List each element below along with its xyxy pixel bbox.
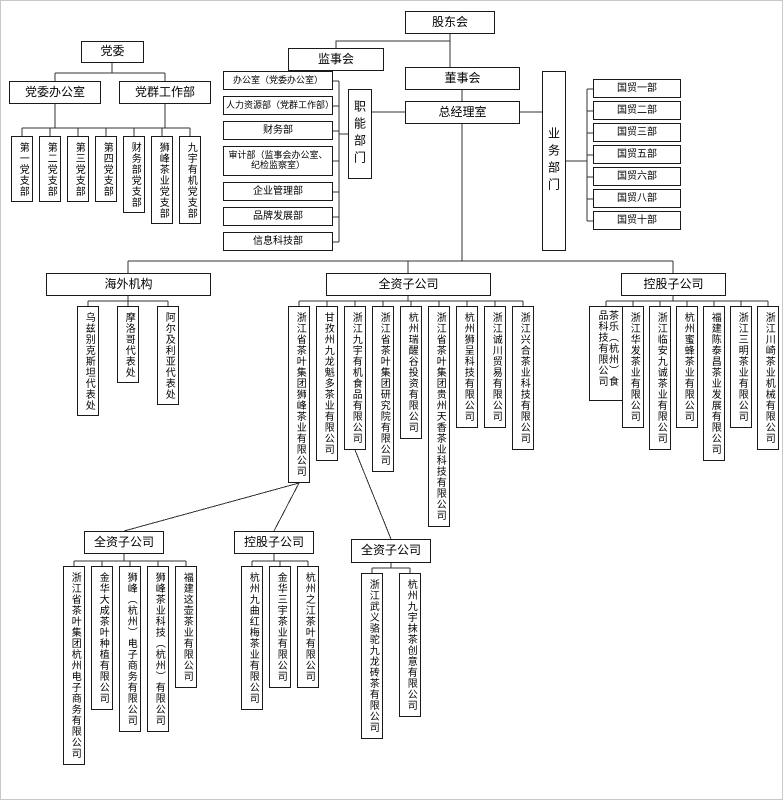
node-party-branch: 财务部党支部 xyxy=(123,136,145,213)
node-shifeng-holding-company: 杭州之江茶叶有限公司 xyxy=(297,566,319,688)
node-wholly-owned-company: 浙江兴合茶业科技有限公司 xyxy=(512,306,534,450)
node-party-mass-work-dept: 党群工作部 xyxy=(119,81,211,104)
label-business-departments: 业务部门 xyxy=(542,71,566,251)
node-jiuyu-wholly-header: 全资子公司 xyxy=(351,539,431,563)
node-functional-dept: 审计部（监事会办公室、纪检监察室） xyxy=(223,146,333,176)
node-jiuyu-wholly-company: 浙江武义骆驼九龙砖茶有限公司 xyxy=(361,573,383,739)
node-overseas-office: 摩洛哥代表处 xyxy=(117,306,139,383)
node-functional-dept: 信息科技部 xyxy=(223,232,333,251)
node-party-branch: 第三党支部 xyxy=(67,136,89,202)
node-shifeng-holding-company: 金华三宇茶业有限公司 xyxy=(269,566,291,688)
node-wholly-owned-company: 浙江省茶叶集团贵州天香茶业科技有限公司 xyxy=(428,306,450,527)
node-gm-office: 总经理室 xyxy=(405,101,520,124)
node-holding-company: 浙江川崎茶业机械有限公司 xyxy=(757,306,779,450)
node-wholly-owned-company: 杭州瑞醒谷投资有限公司 xyxy=(400,306,422,439)
node-trade-dept: 国贸五部 xyxy=(593,145,681,164)
node-holding-company: 浙江华发茶业有限公司 xyxy=(622,306,644,428)
node-trade-dept: 国贸八部 xyxy=(593,189,681,208)
node-party-branch: 九宇有机党支部 xyxy=(179,136,201,224)
node-holding-company: 福建陈泰昌茶业发展有限公司 xyxy=(703,306,725,461)
node-party-branch: 狮峰茶业党支部 xyxy=(151,136,173,224)
node-shifeng-wholly-company: 狮峰（杭州）电子商务有限公司 xyxy=(119,566,141,732)
node-wholly-owned-company: 杭州狮呈科技有限公司 xyxy=(456,306,478,428)
node-shifeng-wholly-company: 福建这壶茶业有限公司 xyxy=(175,566,197,688)
node-functional-dept: 人力资源部（党群工作部） xyxy=(223,96,333,115)
node-trade-dept: 国贸一部 xyxy=(593,79,681,98)
node-functional-dept: 财务部 xyxy=(223,121,333,140)
node-wholly-owned-company: 浙江九宇有机食品有限公司 xyxy=(344,306,366,450)
node-party-committee-office: 党委办公室 xyxy=(9,81,101,104)
node-shifeng-holding-header: 控股子公司 xyxy=(234,531,314,554)
node-board-of-directors: 董事会 xyxy=(405,67,520,90)
node-trade-dept: 国贸十部 xyxy=(593,211,681,230)
node-wholly-owned-company: 浙江省茶叶集团狮峰茶业有限公司 xyxy=(288,306,310,483)
node-holding-header: 控股子公司 xyxy=(621,273,726,296)
node-supervisory-board: 监事会 xyxy=(288,48,384,71)
node-shifeng-wholly-company: 浙江省茶叶集团杭州电子商务有限公司 xyxy=(63,566,85,765)
node-wholly-owned-company: 甘孜州九龙魁多茶业有限公司 xyxy=(316,306,338,461)
node-overseas-office: 阿尔及利亚代表处 xyxy=(157,306,179,405)
node-wholly-owned-company: 浙江省茶叶集团研究院有限公司 xyxy=(372,306,394,472)
node-shifeng-wholly-company: 金华大成茶叶种植有限公司 xyxy=(91,566,113,710)
node-party-branch: 第一党支部 xyxy=(11,136,33,202)
node-wholly-owned-header: 全资子公司 xyxy=(326,273,491,296)
node-overseas-office: 乌兹别克斯坦代表处 xyxy=(77,306,99,416)
node-party-committee: 党委 xyxy=(81,41,144,63)
node-jiuyu-wholly-company: 杭州九宇抹茶创意有限公司 xyxy=(399,573,421,717)
node-shareholders-meeting: 股东会 xyxy=(405,11,495,34)
node-trade-dept: 国贸六部 xyxy=(593,167,681,186)
node-holding-company: 浙江三明茶业有限公司 xyxy=(730,306,752,428)
node-functional-dept: 企业管理部 xyxy=(223,182,333,201)
node-party-branch: 第二党支部 xyxy=(39,136,61,202)
node-holding-company: 浙江临安九诚茶业有限公司 xyxy=(649,306,671,450)
node-trade-dept: 国贸三部 xyxy=(593,123,681,142)
node-party-branch: 第四党支部 xyxy=(95,136,117,202)
node-holding-company: 茶乐（杭州）食品科技有限公司 xyxy=(589,306,623,401)
node-functional-dept: 办公室（党委办公室） xyxy=(223,71,333,90)
node-shifeng-wholly-header: 全资子公司 xyxy=(84,531,164,554)
node-functional-dept: 品牌发展部 xyxy=(223,207,333,226)
label-functional-departments: 职能部门 xyxy=(348,89,372,179)
node-wholly-owned-company: 浙江诚川贸易有限公司 xyxy=(484,306,506,428)
node-holding-company: 杭州蜜蜂茶业有限公司 xyxy=(676,306,698,428)
node-trade-dept: 国贸二部 xyxy=(593,101,681,120)
node-overseas-header: 海外机构 xyxy=(46,273,211,296)
node-shifeng-holding-company: 杭州九曲红梅茶业有限公司 xyxy=(241,566,263,710)
node-shifeng-wholly-company: 狮峰茶业科技（杭州）有限公司 xyxy=(147,566,169,732)
